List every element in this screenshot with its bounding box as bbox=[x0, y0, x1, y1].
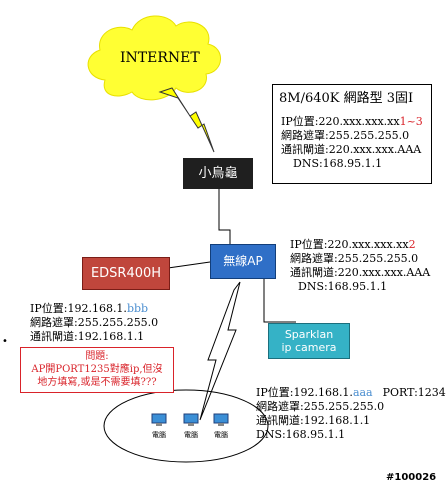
computer-icon bbox=[183, 413, 199, 426]
ap-label: 無線AP bbox=[223, 254, 263, 268]
internet-label: INTERNET bbox=[120, 50, 200, 66]
ap-dns: DNS:168.95.1.1 bbox=[298, 280, 388, 293]
isp-dns: DNS:168.95.1.1 bbox=[293, 157, 383, 170]
svg-text:•: • bbox=[2, 336, 8, 347]
internet-cloud-shape bbox=[87, 15, 221, 101]
modem-box: 小烏龜 bbox=[183, 158, 253, 189]
computer-item: 電腦 bbox=[178, 412, 204, 439]
ap-ip-suffix: 2 bbox=[408, 238, 416, 251]
question-line1: AP開PORT1235對應ip,但沒 bbox=[31, 364, 163, 375]
ap-mask: 網路遮罩:255.255.255.0 bbox=[290, 252, 419, 265]
computers-ellipse bbox=[103, 389, 269, 463]
computer-label: 電腦 bbox=[184, 431, 198, 439]
ap-ip-prefix: IP位置:220.xxx.xxx.xx bbox=[290, 238, 409, 251]
camera-info: IP位置:192.168.1.aaa PORT:1234 網路遮罩:255.255… bbox=[256, 386, 446, 442]
camera-port: PORT:1234 bbox=[382, 386, 446, 399]
camera-gateway: 通訊閘道:192.168.1.1 bbox=[256, 414, 371, 427]
lightning-bolt-icon bbox=[158, 87, 215, 153]
computer-label: 電腦 bbox=[214, 431, 228, 439]
computer-icon bbox=[151, 413, 167, 426]
edsr-ip: IP位置:192.168.1.bbb bbox=[30, 302, 158, 316]
isp-title: 8M/640K 網路型 3固I bbox=[279, 91, 414, 106]
camera-label-line2: ip camera bbox=[281, 341, 337, 354]
ap-gateway: 通訊閘道:220.xxx.xxx.AAA bbox=[290, 266, 431, 279]
edsr-info: IP位置:192.168.1.bbb 網路遮罩:255.255.255.0 通訊… bbox=[30, 302, 158, 344]
camera-ip-prefix: IP位置:192.168.1. bbox=[256, 386, 353, 399]
isp-gateway: 通訊閘道:220.xxx.xxx.AAA bbox=[281, 143, 422, 156]
isp-mask: 網路遮罩:255.255.255.0 bbox=[281, 129, 410, 142]
wire-ap-to-edsr bbox=[167, 261, 211, 269]
isp-ip-prefix: IP位置:220.xxx.xxx.xx bbox=[281, 115, 400, 128]
edsr-ip-suffix: bbb bbox=[126, 302, 149, 315]
camera-ip: IP位置:192.168.1.aaa PORT:1234 bbox=[256, 386, 446, 400]
camera-dns: DNS:168.95.1.1 bbox=[256, 428, 346, 441]
question-line2: 地方填寫,或是不需要填??? bbox=[37, 377, 157, 388]
computer-item: 電腦 bbox=[146, 412, 172, 439]
wireless-link-icon bbox=[199, 281, 241, 421]
camera-ip-suffix: aaa bbox=[352, 386, 373, 399]
isp-ip-suffix: 1~3 bbox=[399, 115, 423, 128]
edsr-mask: 網路遮罩:255.255.255.0 bbox=[30, 316, 159, 329]
question-title: 問題: bbox=[85, 351, 109, 362]
edsr-gateway: 通訊閘道:192.168.1.1 bbox=[30, 330, 145, 343]
computer-label: 電腦 bbox=[152, 431, 166, 439]
camera-label-line1: Sparklan bbox=[284, 328, 334, 341]
ip-camera-box: Sparklan ip camera bbox=[268, 323, 350, 359]
camera-mask: 網路遮罩:255.255.255.0 bbox=[256, 400, 385, 413]
computer-item: 電腦 bbox=[208, 412, 234, 439]
isp-details: IP位置:220.xxx.xxx.xx1~3 網路遮罩:255.255.255.… bbox=[281, 115, 423, 171]
edsr-box: EDSR400H bbox=[82, 257, 170, 290]
modem-label: 小烏龜 bbox=[198, 166, 238, 181]
isp-ip: IP位置:220.xxx.xxx.xx1~3 bbox=[281, 115, 423, 129]
watermark-id: #100026 bbox=[386, 472, 437, 483]
edsr-ip-prefix: IP位置:192.168.1. bbox=[30, 302, 127, 315]
wireless-ap-box: 無線AP bbox=[210, 244, 276, 279]
wire-modem-to-ap bbox=[218, 189, 231, 244]
computer-icon bbox=[213, 413, 229, 426]
question-box: 問題: AP開PORT1235對應ip,但沒 地方填寫,或是不需要填??? bbox=[20, 347, 174, 393]
ap-ip: IP位置:220.xxx.xxx.xx2 bbox=[290, 238, 430, 252]
wire-ap-to-camera bbox=[263, 279, 296, 323]
ap-info: IP位置:220.xxx.xxx.xx2 網路遮罩:255.255.255.0 … bbox=[290, 238, 430, 294]
isp-info-box: 8M/640K 網路型 3固I IP位置:220.xxx.xxx.xx1~3 網… bbox=[272, 84, 432, 184]
computers-group: 電腦 電腦 電腦 bbox=[146, 412, 236, 442]
edsr-label: EDSR400H bbox=[90, 266, 162, 281]
